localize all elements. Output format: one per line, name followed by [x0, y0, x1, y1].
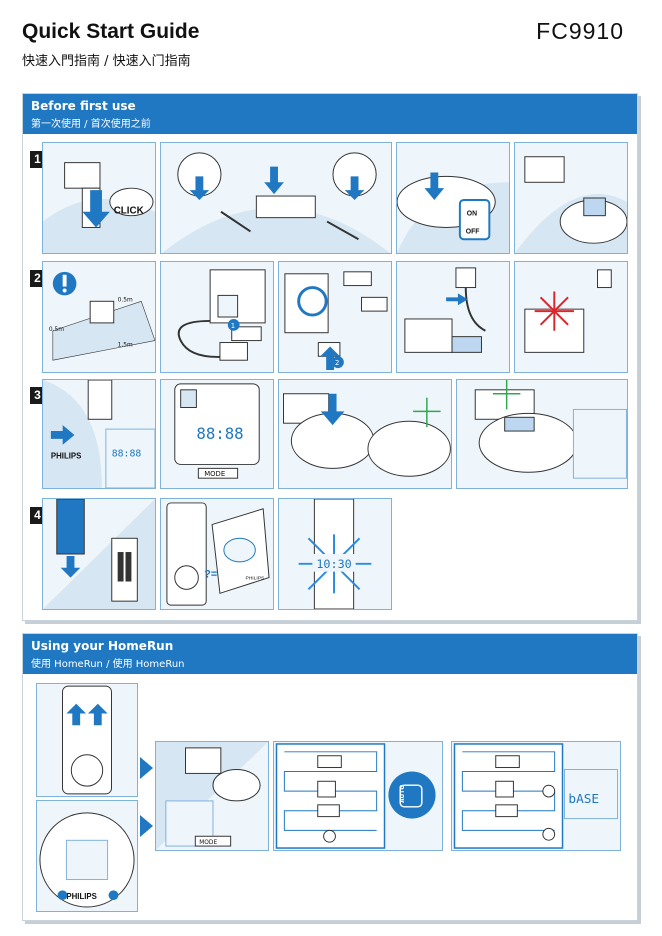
page-subtitle: 快速入門指南 / 快速入门指南 [22, 54, 191, 69]
flow-arrow-icon [140, 757, 153, 779]
illustration-charging-indicator [514, 261, 628, 373]
illustration-manual-reference: ?= PHILIPS [160, 498, 274, 610]
illustration-side-brush-install [160, 142, 392, 254]
illustration-robot-charging [456, 379, 628, 489]
brand-label: PHILIPS [66, 892, 96, 901]
step-number: 3 [30, 387, 45, 404]
switch-on-label: ON [467, 211, 477, 218]
illustration-robot-docking [278, 379, 452, 489]
illustration-remote-open-cover [42, 498, 156, 610]
display-readout: 88:88 [112, 449, 142, 460]
model-number: FC9910 [536, 18, 624, 44]
callout-number: 2 [335, 359, 339, 367]
mode-label: MODE [199, 840, 217, 846]
base-readout: bASE [568, 792, 599, 807]
illustration-plug-in [396, 261, 510, 373]
illustration-robot-buttons: PHILIPS [36, 800, 138, 912]
illustration-remote-battery: PHILIPS 88:88 [42, 379, 156, 489]
illustration-remote-start [36, 683, 138, 797]
distance-label: 1.5m [118, 342, 133, 348]
illustration-placement-distances: 0.5m 0.5m 1.5m [42, 261, 156, 373]
click-label: CLICK [114, 206, 144, 217]
question-equals-label: ?= [204, 569, 217, 581]
flow-arrow-icon [140, 815, 153, 837]
page-title: Quick Start Guide [22, 20, 200, 43]
illustration-cord-routing: 2 [278, 261, 392, 373]
section-title: Using your HomeRun [31, 639, 174, 653]
step-number: 2 [30, 270, 45, 287]
clock-readout: 10:30 [316, 557, 351, 571]
distance-label: 0.5m [118, 297, 133, 303]
distance-label: 0.5m [49, 327, 64, 333]
brand-label: PHILIPS [245, 576, 265, 582]
illustration-power-switch: ON OFF [396, 142, 510, 254]
step-number: 1 [30, 151, 45, 168]
illustration-docking-station-click: CLICK [42, 142, 156, 254]
illustration-dust-box [514, 142, 628, 254]
section-subtitle: 第一次使用 / 首次使用之前 [31, 119, 151, 130]
illustration-connect-adapter: 1 [160, 261, 274, 373]
switch-off-label: OFF [466, 228, 480, 235]
illustration-auto-cleaning-path: AUTO [273, 741, 443, 851]
section-header: Before first use 第一次使用 / 首次使用之前 [23, 94, 637, 134]
display-readout: 88:88 [196, 424, 243, 443]
step-number: 4 [30, 507, 45, 524]
section-title: Before first use [31, 99, 136, 113]
brand-label: PHILIPS [51, 452, 82, 461]
illustration-remote-display: 88:88 MODE [160, 379, 274, 489]
section-subtitle: 使用 HomeRun / 使用 HomeRun [31, 659, 185, 670]
mode-label: MODE [204, 470, 225, 478]
callout-number: 1 [231, 322, 235, 330]
section-header: Using your HomeRun 使用 HomeRun / 使用 HomeR… [23, 634, 637, 674]
illustration-set-clock: 10:30 [278, 498, 392, 610]
auto-label: AUTO [400, 785, 406, 803]
illustration-return-to-base: bASE [451, 741, 621, 851]
illustration-robot-leaving-dock: MODE [155, 741, 269, 851]
